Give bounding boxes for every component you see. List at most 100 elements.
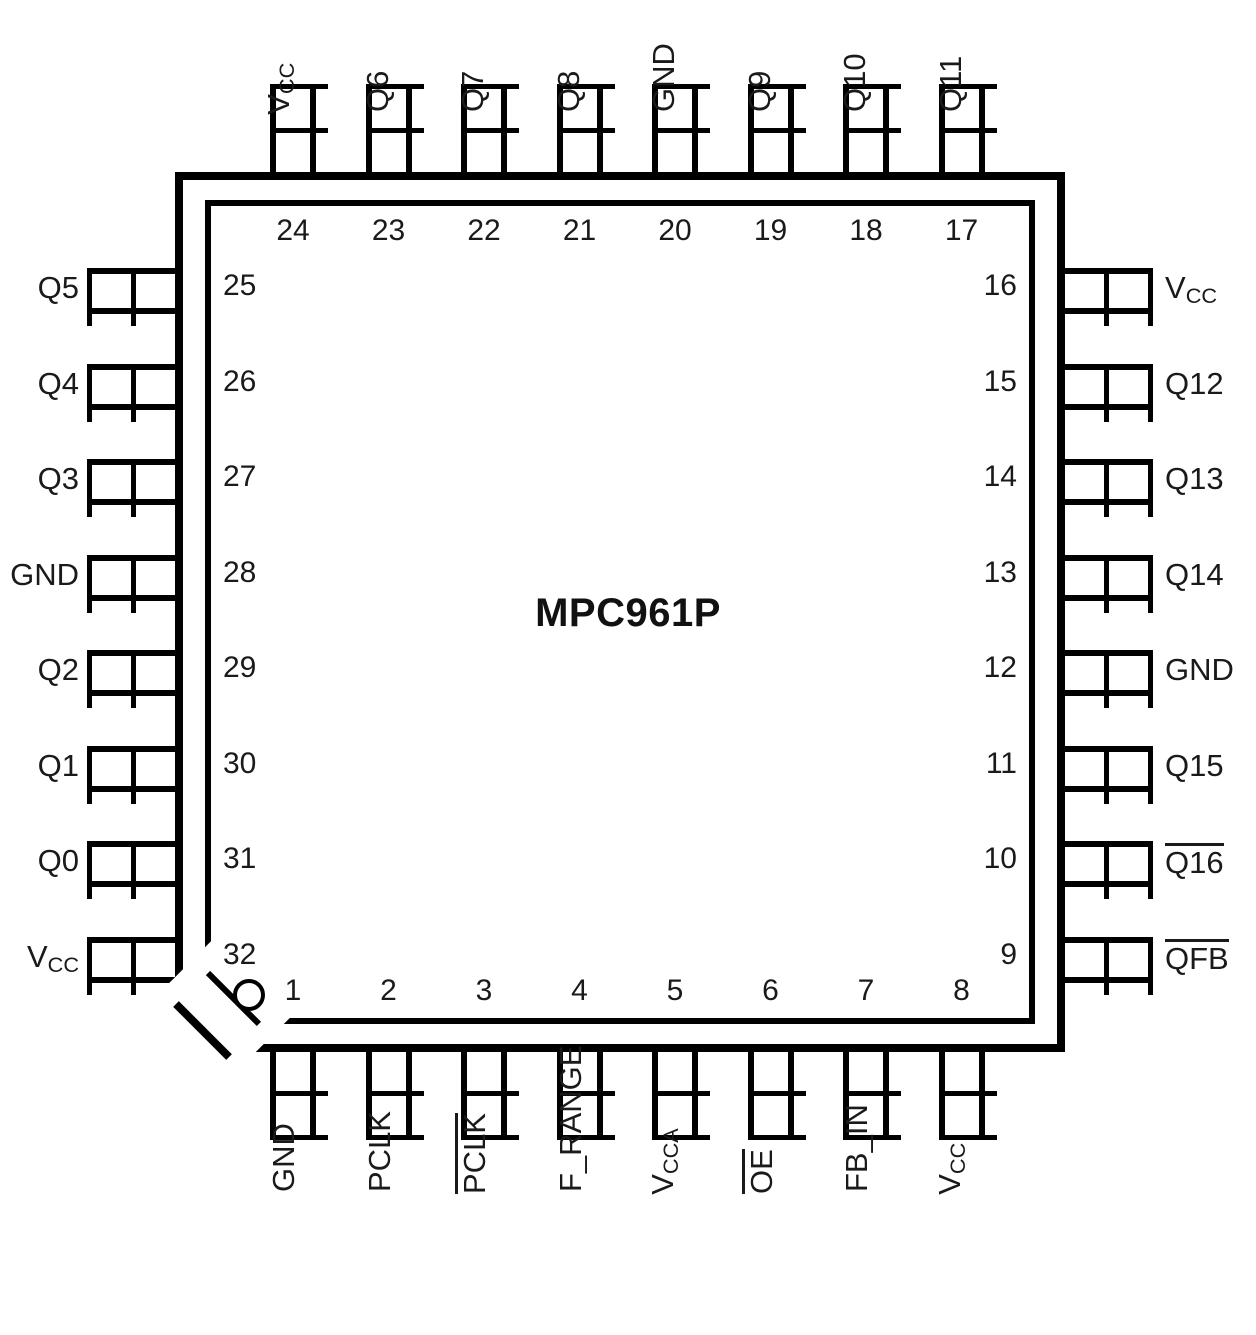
- lead-pin-22: [461, 84, 519, 172]
- signal-label-pin-22: Q7: [455, 70, 490, 112]
- lead-tip: [556, 84, 615, 89]
- lead-shoulder: [1104, 745, 1109, 804]
- part-marking: MPC961P: [535, 591, 721, 635]
- lead-pin-6: [747, 1052, 806, 1140]
- signal-label-pin-5: VCCA: [645, 1128, 683, 1195]
- lead-pin-20: [652, 84, 710, 172]
- pin-number-11: 11: [985, 746, 1017, 780]
- lead-pin-7: [843, 1052, 901, 1140]
- pin-number-16: 16: [983, 269, 1017, 302]
- lead-pin-2: [365, 1052, 424, 1140]
- lead-pin-14: [1065, 459, 1153, 517]
- pin-number-9: 9: [1000, 937, 1017, 971]
- signal-label-pin-10: Q16: [1165, 843, 1224, 880]
- signal-label-pin-16: VCC: [1165, 270, 1218, 308]
- lead-shoulder: [1104, 841, 1109, 899]
- lead-tip: [270, 84, 328, 89]
- lead-shoulder: [131, 459, 136, 517]
- signal-label-pin-29: Q2: [37, 652, 79, 687]
- lead-tip: [1148, 936, 1153, 995]
- lead-tip: [365, 84, 424, 89]
- pin-number-3: 3: [475, 974, 493, 1007]
- signal-label-pin-3: PCLK: [455, 1113, 492, 1194]
- lead-tip: [1148, 745, 1153, 804]
- signal-label-pin-15: Q12: [1165, 365, 1224, 401]
- lead-pin-23: [365, 84, 424, 172]
- lead-pin-4: [556, 1052, 615, 1140]
- signal-label-pin-19: Q9: [741, 70, 777, 112]
- lead-shoulder: [1104, 554, 1109, 613]
- lead-shoulder: [1104, 363, 1109, 422]
- signal-label-pin-24: VCC: [261, 62, 299, 115]
- lead-shoulder: [131, 363, 136, 422]
- pin-number-7: 7: [857, 974, 875, 1007]
- signal-label-pin-9: QFB: [1165, 938, 1229, 976]
- signal-label-pin-12: GND: [1165, 652, 1234, 687]
- lead-pin-15: [1065, 363, 1153, 422]
- pin-number-22: 22: [467, 214, 501, 247]
- lead-pin-21: [556, 84, 615, 172]
- pin-number-14: 14: [983, 460, 1017, 493]
- pin-number-23: 23: [371, 214, 406, 247]
- pin-number-27: 27: [223, 460, 257, 493]
- signal-label-pin-7: FB_IN: [839, 1104, 874, 1192]
- lead-tip: [270, 1135, 328, 1140]
- lead-pin-30: [87, 745, 175, 804]
- lead-shoulder: [652, 1091, 710, 1096]
- lead-pin-26: [87, 363, 175, 422]
- lead-shoulder: [131, 650, 136, 708]
- lead-shoulder: [131, 268, 136, 326]
- lead-shoulder: [747, 128, 806, 133]
- lead-tip: [556, 1135, 615, 1140]
- lead-tip: [461, 84, 519, 89]
- signal-label-pin-27: Q3: [37, 461, 79, 496]
- lead-pin-25: [87, 268, 175, 326]
- lead-pin-5: [652, 1052, 710, 1140]
- signal-label-pin-2: PCLK: [361, 1111, 397, 1192]
- pin-number-31: 31: [223, 842, 257, 875]
- lead-shoulder: [747, 1091, 806, 1096]
- pin-number-12: 12: [983, 651, 1017, 684]
- lead-pin-18: [843, 84, 901, 172]
- lead-tip: [461, 1135, 519, 1140]
- lead-pin-3: [461, 1052, 519, 1140]
- lead-shoulder: [270, 1091, 328, 1096]
- signal-label-pin-18: Q10: [837, 53, 872, 112]
- lead-tip: [87, 459, 92, 517]
- lead-shoulder: [365, 1091, 424, 1096]
- lead-shoulder: [652, 128, 710, 133]
- package-body-inner-outline: [205, 200, 1035, 1024]
- lead-shoulder: [1104, 936, 1109, 995]
- lead-pin-29: [87, 650, 175, 708]
- signal-label-pin-32: VCC: [26, 938, 79, 977]
- pin-number-10: 10: [983, 842, 1017, 875]
- lead-shoulder: [938, 128, 997, 133]
- lead-pin-17: [938, 84, 997, 172]
- lead-shoulder: [843, 1091, 901, 1096]
- lead-tip: [1148, 459, 1153, 517]
- lead-tip: [87, 363, 92, 422]
- pin-number-18: 18: [849, 214, 883, 247]
- lead-shoulder: [270, 128, 328, 133]
- lead-shoulder: [1104, 459, 1109, 517]
- pin-number-30: 30: [223, 746, 257, 780]
- pin-number-15: 15: [983, 364, 1017, 398]
- lead-tip: [843, 1135, 901, 1140]
- pin-number-24: 24: [276, 214, 310, 247]
- lead-shoulder: [556, 128, 615, 133]
- lead-pin-31: [87, 841, 175, 899]
- lead-pin-19: [747, 84, 806, 172]
- signal-label-pin-23: Q6: [359, 70, 395, 112]
- lead-pin-12: [1065, 650, 1153, 708]
- pin-number-4: 4: [571, 974, 588, 1007]
- lead-tip: [1148, 363, 1153, 422]
- pin-number-1: 1: [284, 974, 302, 1007]
- pin1-indicator-dot: [233, 979, 265, 1011]
- signal-label-pin-4: F_RANGE: [552, 1045, 588, 1192]
- signal-label-pin-20: GND: [646, 43, 681, 112]
- pin-number-20: 20: [658, 214, 692, 247]
- lead-tip: [87, 841, 92, 899]
- pin-number-8: 8: [953, 974, 970, 1007]
- pin-number-32: 32: [223, 937, 257, 971]
- lead-tip: [652, 84, 710, 89]
